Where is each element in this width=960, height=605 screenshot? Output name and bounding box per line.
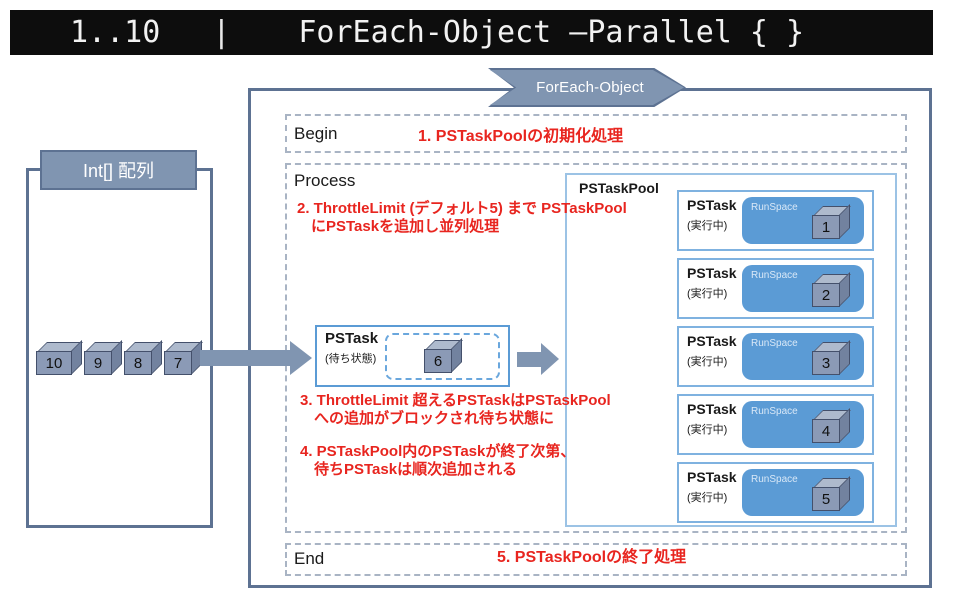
pstaskpool-title: PSTaskPool bbox=[579, 180, 659, 196]
waiting-slot: 6 bbox=[385, 333, 500, 380]
pstaskpool-rows: PSTask (実行中) RunSpace 1 PSTask (実行中) Run… bbox=[677, 190, 874, 523]
waiting-to-pool-arrow bbox=[517, 343, 559, 375]
cube-front-face: 3 bbox=[812, 351, 840, 375]
pool-item-cube: 4 bbox=[812, 408, 851, 443]
pool-item-value: 2 bbox=[821, 286, 831, 304]
pstask-state: (実行中) bbox=[687, 492, 728, 504]
banner-label: ForEach-Object bbox=[536, 79, 644, 96]
cube-front-face: 4 bbox=[812, 419, 840, 443]
pstask-state: (実行中) bbox=[687, 288, 728, 300]
note-2-line1: 2. ThrottleLimit (デフォルト5) まで PSTaskPool bbox=[297, 200, 627, 217]
runspace-label: RunSpace bbox=[751, 202, 798, 213]
runspace-label: RunSpace bbox=[751, 474, 798, 485]
cube-front-face: 8 bbox=[124, 351, 152, 375]
int-array-title-text: Int[] 配列 bbox=[82, 161, 154, 181]
runspace-box: RunSpace 1 bbox=[742, 197, 864, 244]
runspace-box: RunSpace 5 bbox=[742, 469, 864, 516]
cube-front-face: 9 bbox=[84, 351, 112, 375]
pstask-title: PSTask bbox=[687, 469, 737, 485]
note-3-line2: への追加がブロックされ待ち状態に bbox=[314, 410, 555, 427]
end-section-box bbox=[285, 543, 907, 576]
pstask-row: PSTask (実行中) RunSpace 2 bbox=[677, 258, 874, 319]
pool-item-value: 1 bbox=[821, 218, 831, 236]
pstask-row: PSTask (実行中) RunSpace 3 bbox=[677, 326, 874, 387]
pool-item-cube: 3 bbox=[812, 340, 851, 375]
pstask-row: PSTask (実行中) RunSpace 5 bbox=[677, 462, 874, 523]
pipe-symbol: | bbox=[212, 15, 231, 50]
pstask-title: PSTask bbox=[687, 265, 737, 281]
pstask-title: PSTask bbox=[687, 333, 737, 349]
arrow-head bbox=[290, 341, 312, 375]
array-item-cube: 8 bbox=[124, 340, 163, 375]
pstask-title: PSTask bbox=[687, 197, 737, 213]
int-array-items: 10 9 8 7 bbox=[36, 340, 203, 375]
runspace-box: RunSpace 3 bbox=[742, 333, 864, 380]
note-5-pool-finalize: 5. PSTaskPoolの終了処理 bbox=[497, 549, 687, 566]
pstask-row: PSTask (実行中) RunSpace 1 bbox=[677, 190, 874, 251]
note-2-throttle-limit: 2. ThrottleLimit (デフォルト5) まで PSTaskPool … bbox=[297, 200, 627, 236]
note-4-line2: 待ちPSTaskは順次追加される bbox=[314, 461, 518, 478]
array-item-value: 7 bbox=[173, 354, 183, 372]
runspace-label: RunSpace bbox=[751, 270, 798, 281]
pool-item-cube: 1 bbox=[812, 204, 851, 239]
runspace-box: RunSpace 4 bbox=[742, 401, 864, 448]
arrow-shaft bbox=[517, 351, 541, 367]
note-2-line2: にPSTaskを追加し並列処理 bbox=[311, 218, 500, 235]
runspace-label: RunSpace bbox=[751, 406, 798, 417]
cube-front-face: 10 bbox=[36, 351, 72, 375]
arrow-head bbox=[541, 343, 559, 375]
foreach-object-banner: ForEach-Object bbox=[488, 68, 686, 107]
cube-front-face: 6 bbox=[424, 349, 452, 373]
array-item-value: 10 bbox=[45, 354, 63, 372]
waiting-pstask-box: PSTask (待ち状態) 6 bbox=[315, 325, 510, 387]
banner-chevron-fill: ForEach-Object bbox=[490, 70, 684, 105]
array-item-value: 8 bbox=[133, 354, 143, 372]
command-bar: 1..10 | ForEach-Object –Parallel { } bbox=[10, 10, 933, 55]
waiting-pstask-state: (待ち状態) bbox=[325, 353, 377, 365]
cube-front-face: 2 bbox=[812, 283, 840, 307]
note-3-blocked-wait: 3. ThrottleLimit 超えるPSTaskはPSTaskPool への… bbox=[300, 392, 611, 428]
note-4-line1: 4. PSTaskPool内のPSTaskが終了次第、 bbox=[300, 443, 576, 460]
runspace-box: RunSpace 2 bbox=[742, 265, 864, 312]
command-input-range: 1..10 bbox=[70, 15, 161, 50]
note-3-line1: 3. ThrottleLimit 超えるPSTaskはPSTaskPool bbox=[300, 392, 611, 409]
cube-front-face: 7 bbox=[164, 351, 192, 375]
int-array-title: Int[] 配列 bbox=[40, 150, 197, 190]
cube-front-face: 5 bbox=[812, 487, 840, 511]
note-4-sequential-add: 4. PSTaskPool内のPSTaskが終了次第、 待ちPSTaskは順次追… bbox=[300, 443, 575, 479]
cube-front-face: 1 bbox=[812, 215, 840, 239]
pool-item-value: 5 bbox=[821, 490, 831, 508]
waiting-item-value: 6 bbox=[433, 352, 443, 370]
waiting-item-cube: 6 bbox=[424, 338, 463, 373]
command-text: ForEach-Object –Parallel { } bbox=[298, 15, 805, 50]
array-to-process-arrow bbox=[200, 341, 312, 375]
pool-item-value: 3 bbox=[821, 354, 831, 372]
array-item-value: 9 bbox=[93, 354, 103, 372]
pstask-title: PSTask bbox=[687, 401, 737, 417]
pstask-state: (実行中) bbox=[687, 356, 728, 368]
process-label: Process bbox=[294, 171, 356, 190]
pstaskpool-box: PSTaskPool PSTask (実行中) RunSpace 1 PSTas… bbox=[565, 173, 897, 527]
arrow-shaft bbox=[200, 350, 290, 366]
pool-item-cube: 5 bbox=[812, 476, 851, 511]
waiting-pstask-title: PSTask bbox=[325, 330, 379, 347]
pstask-state: (実行中) bbox=[687, 220, 728, 232]
begin-label: Begin bbox=[294, 124, 338, 143]
array-item-cube: 9 bbox=[84, 340, 123, 375]
note-1-pool-init: 1. PSTaskPoolの初期化処理 bbox=[418, 128, 624, 145]
pstask-row: PSTask (実行中) RunSpace 4 bbox=[677, 394, 874, 455]
pool-item-cube: 2 bbox=[812, 272, 851, 307]
array-item-cube: 7 bbox=[164, 340, 203, 375]
array-item-cube: 10 bbox=[36, 340, 83, 375]
end-label: End bbox=[294, 549, 325, 568]
pstask-state: (実行中) bbox=[687, 424, 728, 436]
process-section-box bbox=[285, 163, 907, 533]
begin-section-box bbox=[285, 114, 907, 153]
pool-item-value: 4 bbox=[821, 422, 831, 440]
runspace-label: RunSpace bbox=[751, 338, 798, 349]
